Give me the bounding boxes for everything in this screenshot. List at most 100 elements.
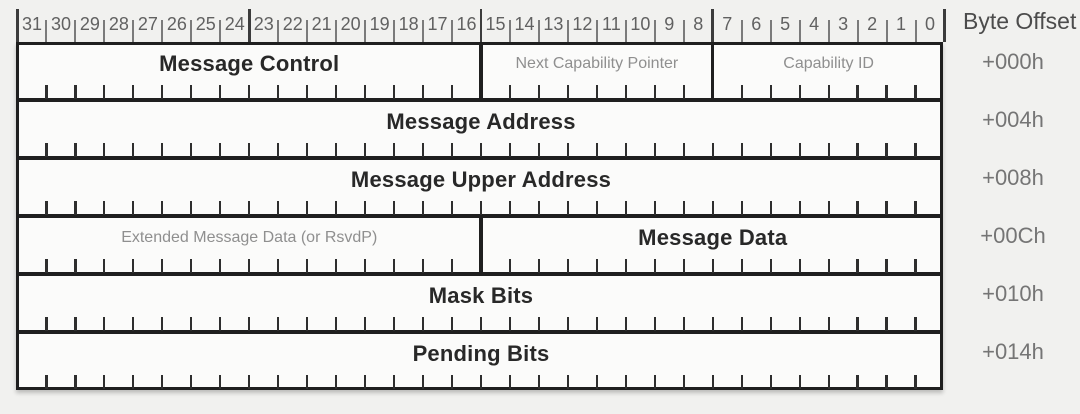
ruler-bit-number: 19: [369, 14, 390, 34]
bit-tick: [595, 84, 598, 99]
bit-tick: [885, 142, 888, 157]
bit-tick: [103, 316, 106, 331]
bit-tick: [508, 316, 512, 331]
bit-tick: [190, 84, 193, 99]
bit-tick: [827, 200, 830, 215]
ruler-bit-number: 17: [427, 14, 448, 34]
field-message-data: Message Data: [481, 216, 945, 274]
bit-tick: [624, 84, 627, 99]
bit-tick: [364, 258, 367, 273]
bit-tick: [479, 374, 483, 389]
bit-tick: [103, 200, 106, 215]
ruler-bit-number: 14: [514, 14, 535, 34]
bit-tick: [682, 84, 685, 99]
bit-tick: [74, 142, 77, 157]
ruler-bit-number: 4: [809, 14, 820, 34]
bit-tick: [392, 200, 396, 215]
bit-tick: [277, 316, 280, 331]
ruler-bit-number: 8: [693, 14, 704, 34]
bit-tick: [161, 374, 164, 389]
bit-tick: [306, 200, 309, 215]
bit-tick: [450, 316, 454, 331]
bit-tick: [335, 316, 338, 331]
row-separator: [16, 330, 943, 334]
byte-offset-label: +014h: [982, 339, 1044, 364]
bit-tick: [827, 142, 830, 157]
bit-tick: [740, 316, 743, 331]
bit-tick: [74, 258, 77, 273]
bit-tick: [306, 258, 309, 273]
bit-tick: [769, 258, 772, 273]
bit-tick: [885, 374, 888, 389]
bit-tick: [190, 374, 193, 389]
bit-tick: [45, 258, 48, 273]
ruler-tick: [132, 20, 135, 42]
bit-tick: [248, 200, 251, 215]
ruler-tick: [306, 20, 309, 42]
ruler-bit-number: 0: [925, 14, 936, 34]
bit-tick: [161, 200, 164, 215]
bit-tick: [450, 374, 454, 389]
byte-offset-label: +00Ch: [980, 223, 1046, 248]
bit-tick: [537, 200, 541, 215]
bit-tick: [537, 142, 541, 157]
ruler-bit-number: 3: [838, 14, 849, 34]
row-separator: [16, 156, 943, 160]
ruler-tick: [74, 20, 77, 42]
bit-tick: [885, 316, 888, 331]
bit-tick: [74, 200, 77, 215]
bit-tick: [74, 316, 77, 331]
bit-tick: [798, 200, 801, 215]
bit-tick: [508, 374, 512, 389]
bit-tick: [624, 316, 627, 331]
bit-tick: [595, 142, 598, 157]
ruler-bit-number: 24: [224, 14, 245, 34]
bit-tick: [45, 84, 48, 99]
ruler-bit-number: 29: [79, 14, 100, 34]
bit-tick: [392, 374, 396, 389]
bit-tick: [306, 316, 309, 331]
bit-tick: [421, 316, 425, 331]
bit-tick: [421, 142, 425, 157]
ruler-bit-number: 5: [780, 14, 791, 34]
bit-tick: [856, 374, 859, 389]
bit-tick: [653, 84, 656, 99]
ruler-tick: [422, 20, 425, 42]
bit-tick: [914, 258, 917, 273]
field-divider: [479, 42, 483, 100]
field-message-upper-address: Message Upper Address: [18, 158, 945, 216]
bit-tick: [190, 316, 193, 331]
bit-tick: [45, 374, 48, 389]
bit-tick: [885, 258, 888, 273]
bit-tick: [566, 142, 569, 157]
ruler-tick: [798, 20, 801, 42]
bit-tick: [450, 84, 454, 99]
ruler-bit-number: 31: [21, 14, 42, 34]
bit-tick: [769, 316, 772, 331]
bit-tick: [769, 84, 772, 99]
bit-tick: [653, 374, 656, 389]
bit-tick: [248, 316, 251, 331]
ruler-tick: [335, 20, 338, 42]
ruler-bit-number: 9: [664, 14, 675, 34]
ruler-tick: [885, 20, 888, 42]
bit-tick: [335, 142, 338, 157]
bit-tick: [566, 374, 569, 389]
field-message-control: Message Control: [18, 42, 482, 100]
ruler-bit-number: 28: [108, 14, 129, 34]
bit-tick: [161, 142, 164, 157]
bit-tick: [132, 258, 135, 273]
bit-tick: [827, 374, 830, 389]
bit-tick: [740, 200, 743, 215]
bit-tick: [914, 374, 917, 389]
bit-tick: [450, 142, 454, 157]
bit-tick: [508, 142, 512, 157]
bit-tick: [450, 258, 454, 273]
bit-tick: [421, 84, 425, 99]
bit-tick: [392, 316, 396, 331]
ruler-bit-number: 6: [751, 14, 762, 34]
ruler-bit-number: 21: [311, 14, 332, 34]
field-label: Message Control: [159, 51, 340, 76]
bit-tick: [856, 316, 859, 331]
